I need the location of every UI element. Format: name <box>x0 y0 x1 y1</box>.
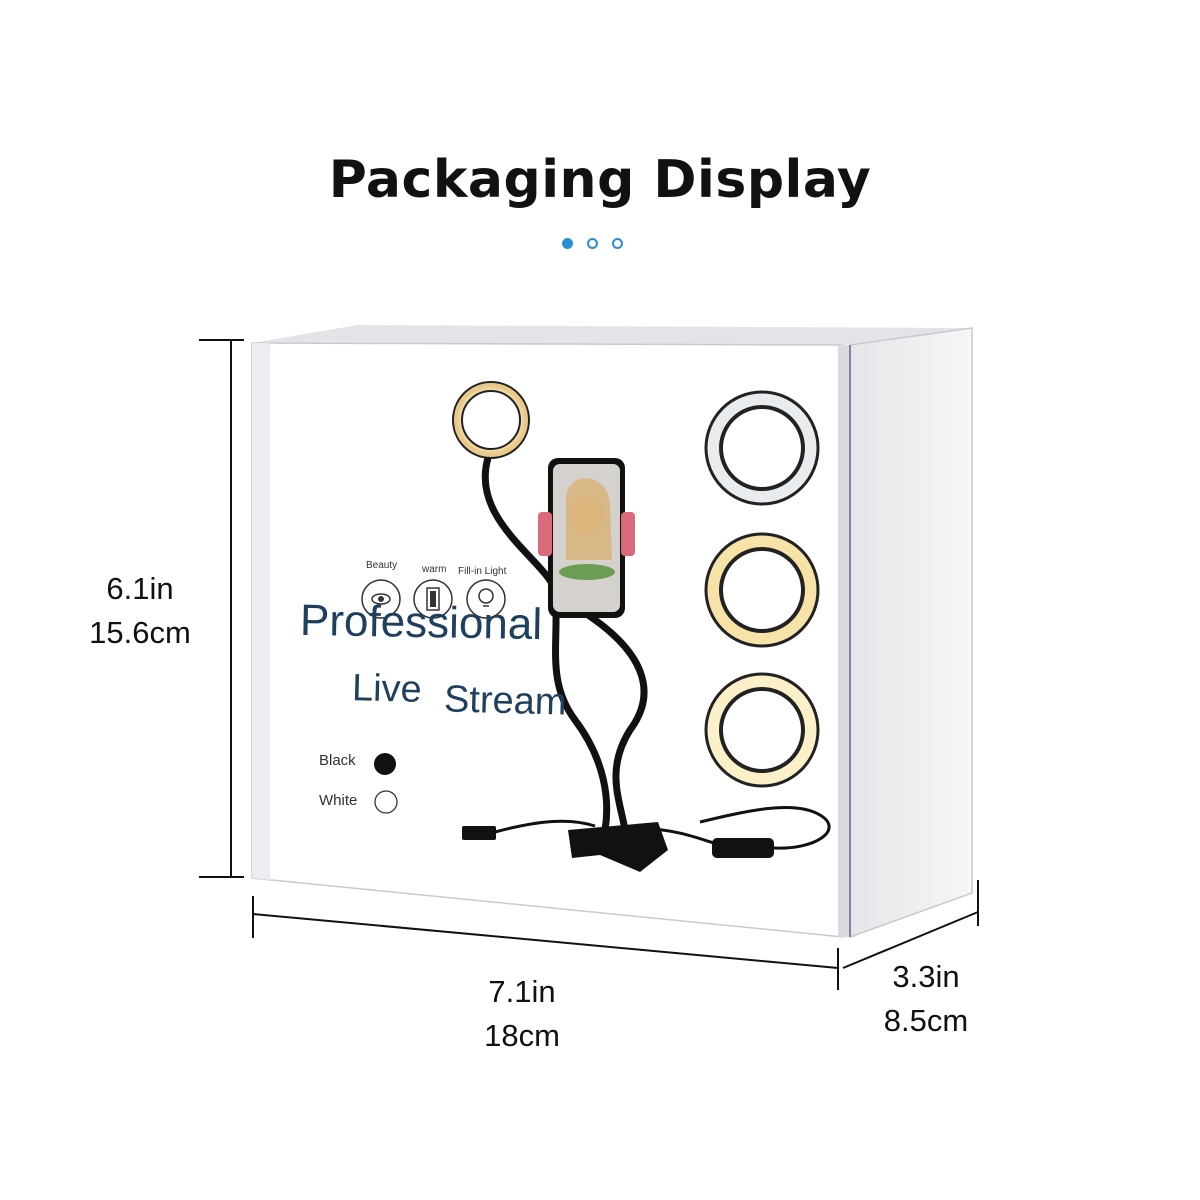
depth-dimension-label: 3.3in 8.5cm <box>856 955 996 1043</box>
width-cm: 18cm <box>484 1018 560 1053</box>
carousel-dots <box>562 238 623 249</box>
usb-cable <box>494 819 596 834</box>
height-in: 6.1in <box>106 571 174 606</box>
desk-clip <box>568 822 668 872</box>
phone-clamp-left <box>538 512 552 556</box>
color-label-black: Black <box>319 752 356 769</box>
beauty-mode-icon <box>361 579 401 619</box>
mode-label-fill: Fill-in Light <box>458 566 507 577</box>
box-side-face <box>849 327 973 939</box>
brand-line-1: Professional <box>299 595 543 650</box>
box-lid <box>252 325 972 345</box>
gooseneck-arm-2 <box>586 612 648 831</box>
inline-switch <box>712 838 774 858</box>
height-cm: 15.6cm <box>89 615 191 650</box>
mini-ring-light <box>452 381 530 459</box>
black-swatch-icon <box>374 753 396 775</box>
gooseneck-arm-1 <box>482 457 611 831</box>
white-swatch-icon <box>374 790 398 814</box>
dimension-lines <box>199 339 979 990</box>
ring-light-warm <box>704 532 820 648</box>
brand-line-2a: Live <box>351 667 423 711</box>
ring-light-cool <box>704 390 820 506</box>
ring-light-neutral <box>704 672 820 788</box>
warm-mode-icon <box>413 579 453 619</box>
depth-in: 3.3in <box>892 959 960 994</box>
width-in: 7.1in <box>488 974 556 1009</box>
phone-clamp-right <box>621 512 635 556</box>
mode-label-beauty: Beauty <box>366 560 398 571</box>
box-flap-left <box>252 343 270 880</box>
color-label-white: White <box>319 792 358 809</box>
height-dimension-label: 6.1in 15.6cm <box>70 567 210 655</box>
carousel-dot-2[interactable] <box>587 238 598 249</box>
carousel-dot-3[interactable] <box>612 238 623 249</box>
mode-label-warm: warm <box>422 564 447 575</box>
brand-line-2b: Stream <box>443 678 568 724</box>
width-dimension-label: 7.1in 18cm <box>452 970 592 1058</box>
usb-plug <box>462 826 496 840</box>
carousel-dot-1[interactable] <box>562 238 573 249</box>
depth-cm: 8.5cm <box>883 1003 969 1038</box>
page-title: Packaging Display <box>328 150 872 210</box>
fill-light-mode-icon <box>466 579 506 619</box>
